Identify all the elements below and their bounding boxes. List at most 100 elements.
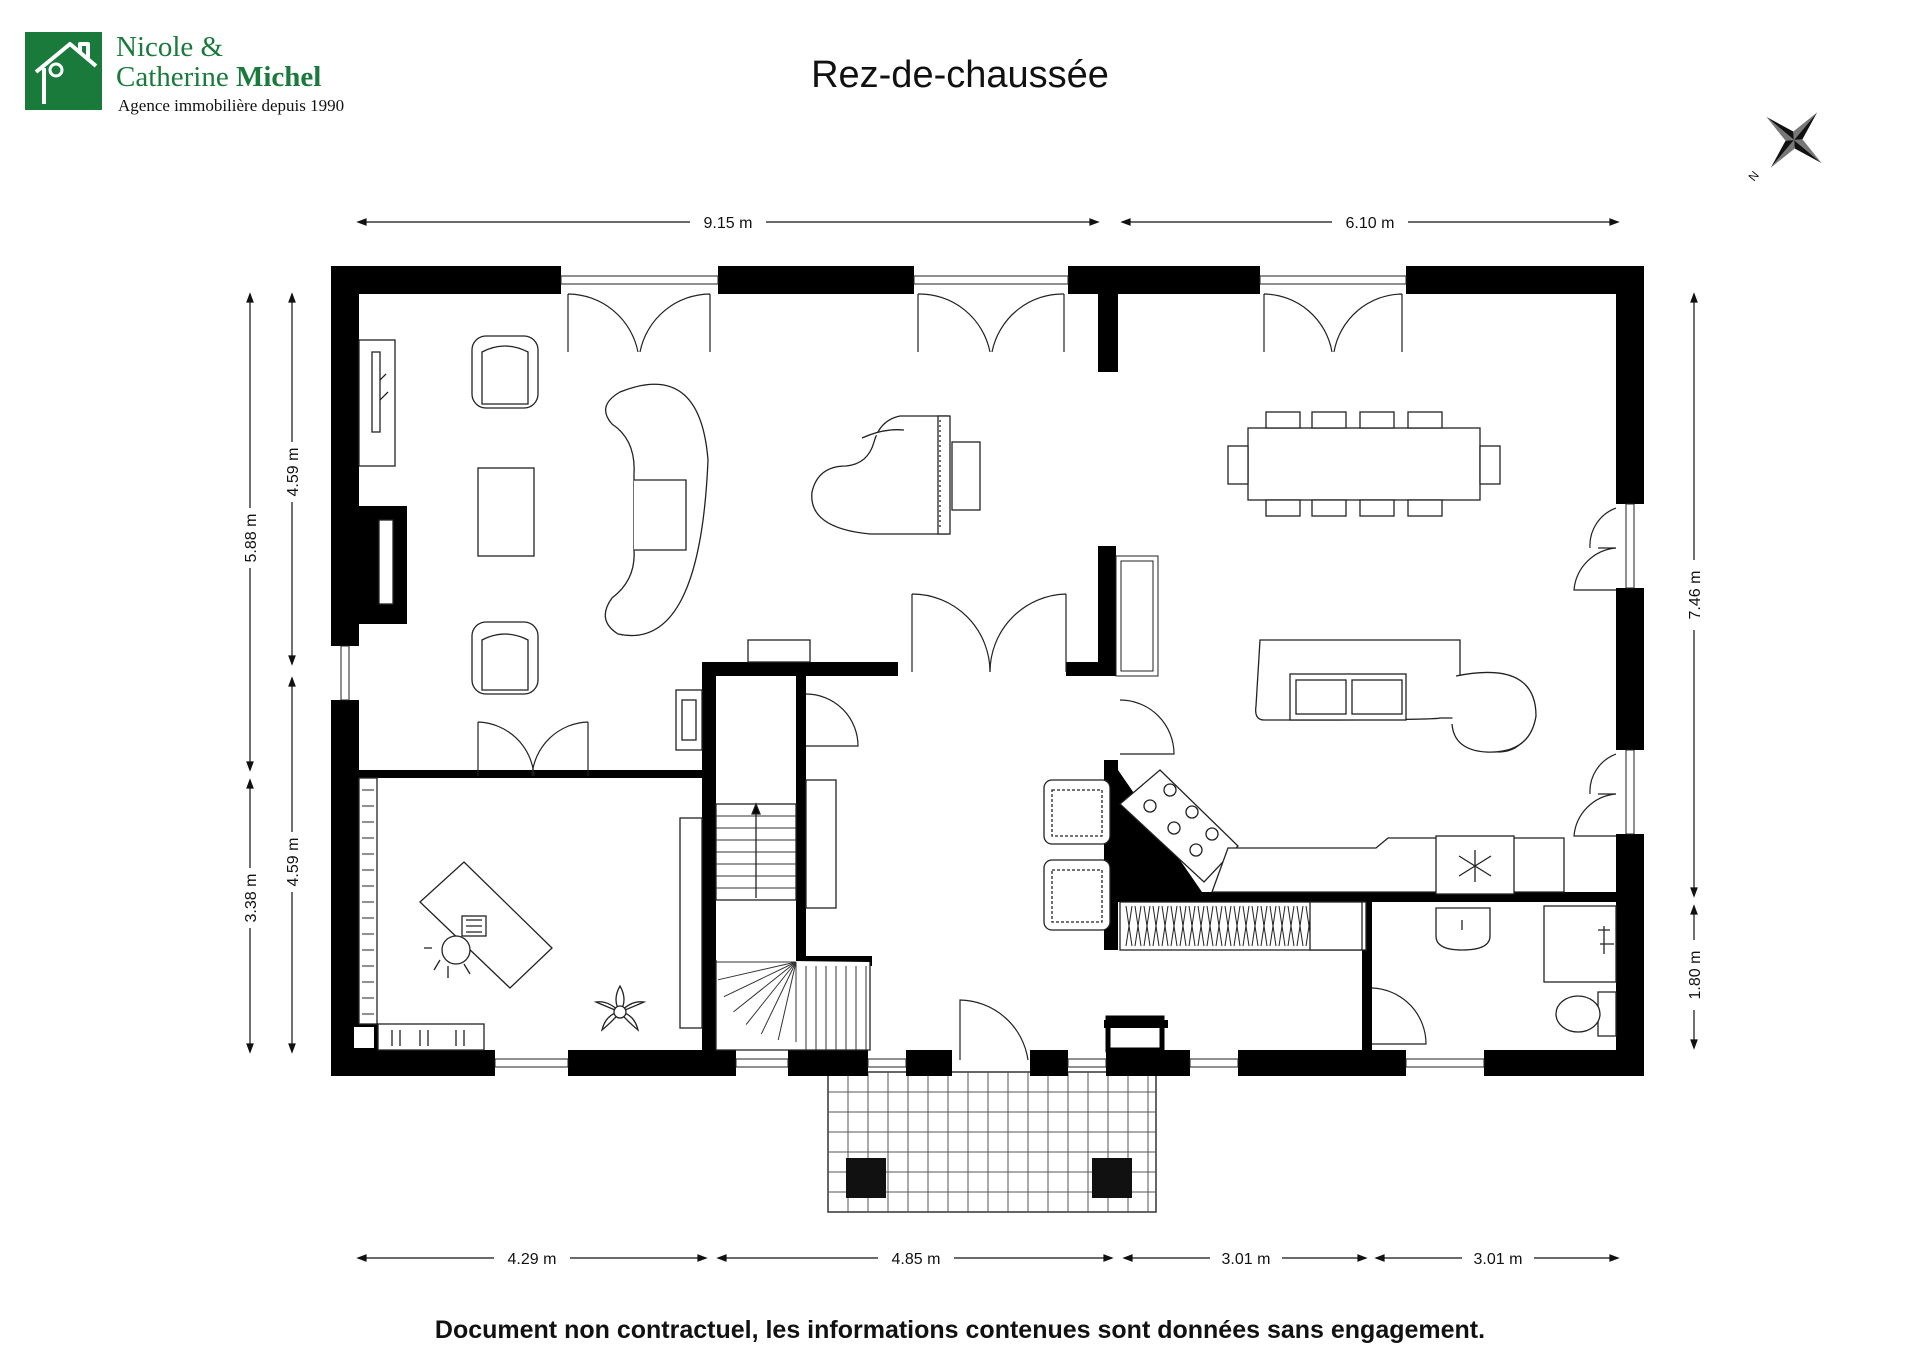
furniture [358, 335, 1617, 1053]
wall-segment [331, 266, 561, 294]
window [735, 1058, 789, 1068]
wall-segment [788, 1050, 868, 1076]
cabinet [747, 639, 811, 663]
french-door [477, 721, 589, 777]
wall-segment [1098, 546, 1116, 676]
french-door [917, 293, 1065, 353]
hall-armchair [1043, 859, 1111, 931]
dim-top-1: 9.15 m [704, 215, 753, 232]
entrance-terrace [827, 1071, 1157, 1213]
dining-chair [1265, 499, 1301, 517]
tv-unit [358, 339, 396, 467]
window [340, 645, 350, 701]
logo-line1: Nicole & [116, 31, 224, 63]
dining-chair [1227, 445, 1249, 485]
dim-left-outer-2: 3.38 m [243, 874, 260, 923]
doors [477, 293, 1617, 1061]
wall-segment [1030, 1050, 1068, 1076]
dining-chair [1407, 411, 1443, 429]
wall-segment [1616, 266, 1644, 504]
entrance-door [959, 999, 1029, 1061]
dim-right-1: 7.46 m [1687, 571, 1704, 620]
dining-chair [1265, 411, 1301, 429]
french-door [567, 293, 711, 353]
dining-table [1247, 427, 1481, 501]
wall-segment [1616, 834, 1644, 1076]
office-desk [419, 861, 553, 989]
window [1625, 503, 1635, 589]
staircase [715, 802, 871, 1051]
window [867, 1058, 907, 1068]
entrance-bench [1105, 1015, 1165, 1053]
toilet [1435, 907, 1491, 951]
dining-chair [1311, 411, 1347, 429]
wall-segment [796, 956, 872, 966]
dining-chair [1359, 411, 1395, 429]
laundry-sink [1543, 905, 1617, 983]
agency-logo[interactable]: Nicole & Catherine Michel Agence immobil… [25, 31, 344, 115]
wall-segment [331, 266, 359, 646]
office-chair [424, 935, 471, 978]
wall-segment [1484, 1050, 1644, 1076]
dishwasher [1435, 835, 1515, 895]
svg-text:Catherine Michel: Catherine Michel [116, 61, 321, 93]
house-icon [34, 42, 98, 104]
logo-line2-second: Michel [236, 61, 321, 93]
dim-bottom-1: 4.29 m [508, 1251, 557, 1268]
shelf [679, 817, 703, 1029]
window [1189, 1058, 1239, 1068]
dim-bottom-3: 3.01 m [1222, 1251, 1271, 1268]
wall-segment [718, 266, 914, 294]
door [1573, 507, 1617, 591]
grand-piano [811, 415, 981, 535]
wall-segment [331, 1050, 495, 1076]
wall-segment [1106, 1050, 1190, 1076]
piano-bench [951, 441, 981, 511]
potted-plant-icon [593, 984, 647, 1032]
wall-segment [1406, 266, 1644, 294]
hall-armchair [1043, 779, 1111, 845]
dim-left-outer-1: 5.88 m [243, 514, 260, 563]
windows [340, 275, 1635, 1068]
door [805, 693, 859, 747]
dining-chair [1407, 499, 1443, 517]
kitchen-stove [1119, 769, 1239, 883]
dim-top-2: 6.10 m [1346, 215, 1395, 232]
door [1119, 699, 1175, 755]
wall-segment [1104, 892, 1616, 902]
wall-segment [359, 770, 702, 778]
dining-chair [1311, 499, 1347, 517]
floor-title: Rez-de-chaussée [811, 54, 1109, 96]
disclaimer: Document non contractuel, les informatio… [435, 1316, 1485, 1344]
dim-left-inner-2: 4.59 m [285, 838, 302, 887]
dim-right-2: 1.80 m [1687, 951, 1704, 1000]
wall-segment [1098, 266, 1118, 372]
compass-rose-icon [1766, 112, 1822, 168]
bookshelf [358, 777, 378, 1025]
window [1625, 749, 1635, 835]
armchair [471, 335, 539, 409]
kitchen-island [1255, 639, 1537, 753]
fireplace [359, 506, 407, 624]
door [1371, 987, 1427, 1045]
window [1405, 1058, 1485, 1068]
armchair [471, 621, 539, 695]
curved-sofa [604, 383, 709, 637]
dining-chair [1479, 445, 1501, 485]
wall-segment [702, 662, 716, 1056]
wall-segment [1066, 662, 1116, 676]
french-door [1263, 293, 1403, 353]
wall-segment [906, 1050, 952, 1076]
door [1573, 753, 1617, 837]
window [560, 275, 719, 285]
wall-segment [1068, 266, 1260, 294]
logo-line2-first: Catherine [116, 61, 229, 93]
coffee-table [477, 467, 535, 557]
toilet [1555, 991, 1617, 1037]
wall-segment [331, 700, 359, 1076]
terrace-planter [846, 1158, 886, 1198]
wall-segment [1362, 902, 1372, 1050]
wall-segment [1238, 1050, 1406, 1076]
french-door [911, 593, 1067, 673]
